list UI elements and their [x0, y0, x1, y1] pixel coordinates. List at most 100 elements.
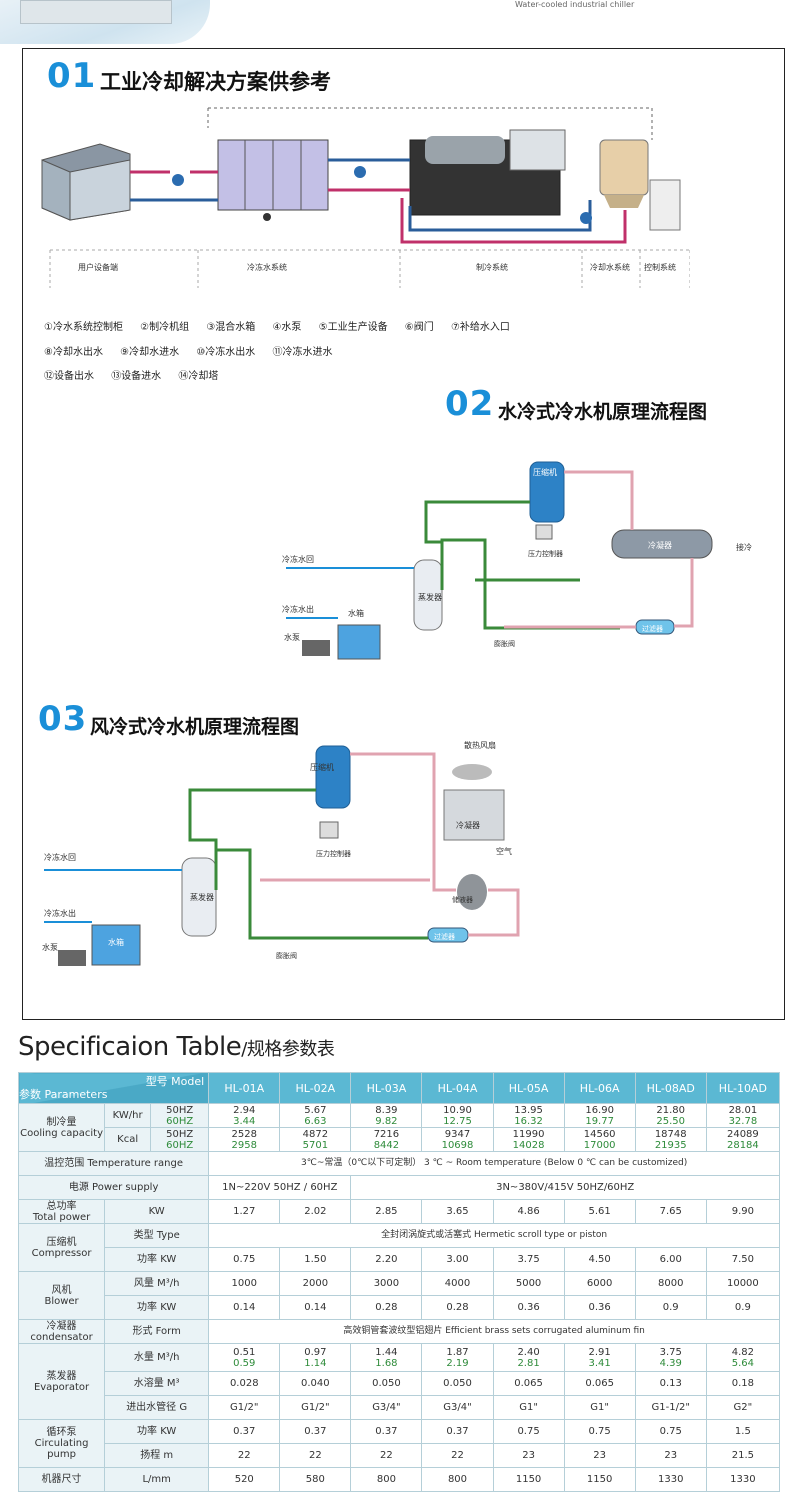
- comp-kw-label: 功率 KW: [104, 1247, 210, 1272]
- comp-kw: 3.00: [421, 1247, 494, 1272]
- spec-title-cn: /规格参数表: [241, 1039, 335, 1060]
- vol-cell: 0.050: [421, 1371, 494, 1396]
- model-cell: HL-05A: [492, 1072, 565, 1104]
- compressor-label-3: 压缩机: [310, 762, 334, 772]
- air-cell: 2000: [279, 1271, 352, 1296]
- kcal60: 5701: [302, 1139, 329, 1151]
- pressure-label: 压力控制器: [528, 549, 563, 558]
- kcal50: 11990: [512, 1128, 545, 1140]
- legend-item: ④水泵: [272, 322, 302, 333]
- cond-form-label: 形式 Form: [104, 1319, 210, 1344]
- pipe-cell: G1": [563, 1395, 636, 1420]
- pipe-cell: G1": [492, 1395, 565, 1420]
- blower-kw: 0.14: [279, 1295, 352, 1320]
- pump-kw: 0.75: [492, 1419, 565, 1444]
- legend-row-2: ⑧冷却水出水 ⑨冷却水进水 ⑩冷冻水出水 ⑪冷冻水进水: [44, 343, 346, 358]
- water50: 0.97: [304, 1346, 327, 1358]
- section-03-title: 风冷式冷水机原理流程图: [90, 716, 300, 738]
- pump-lift-row: 扬程 m 22 22 22 22 23 23 23 21.5: [19, 1443, 781, 1468]
- blower-kw: 0.9: [705, 1295, 781, 1320]
- power-b: 3N~380V/415V 50HZ/60HZ: [350, 1175, 780, 1200]
- total-label: 总功率 Total power: [17, 1199, 106, 1224]
- evaporator-label: 蒸发器: [418, 592, 442, 602]
- kcal60: 17000: [583, 1139, 616, 1151]
- pipe-cell: G3/4": [350, 1395, 423, 1420]
- vol-cell: 0.065: [492, 1371, 565, 1396]
- header-model: 型号 Model: [145, 1075, 205, 1088]
- air-cooled-diagram: 压缩机 散热风扇 冷凝器 空气 压力控制器 储液器 蒸发器 水箱 水泵 冷冻水回…: [42, 740, 520, 966]
- legend-item: ⑫设备出水: [44, 371, 94, 382]
- len-cell: 800: [421, 1467, 494, 1492]
- pump-kw: 0.37: [421, 1419, 494, 1444]
- legend-row-3: ⑫设备出水 ⑬设备进水 ⑭冷却塔: [44, 367, 232, 382]
- len-cell: 1150: [563, 1467, 636, 1492]
- kw50: 5.67: [304, 1104, 327, 1116]
- tank-label: 水箱: [348, 608, 364, 618]
- kcal60: 2958: [231, 1139, 257, 1151]
- sys-label-cooling: 冷却水系统: [590, 263, 630, 272]
- pump-kw: 0.37: [208, 1419, 281, 1444]
- air-cell: 8000: [634, 1271, 707, 1296]
- temp-label: 温控范围 Temperature range: [17, 1151, 210, 1176]
- out-label: 冷冻水出: [282, 604, 314, 614]
- lift-cell: 21.5: [705, 1443, 781, 1468]
- water60: 3.41: [588, 1357, 611, 1369]
- blower-kw: 0.36: [492, 1295, 565, 1320]
- model-cell: HL-10AD: [705, 1072, 781, 1104]
- water50: 0.51: [233, 1346, 256, 1358]
- kcal60: 8442: [373, 1139, 400, 1151]
- comp-label: 压缩机 Compressor: [17, 1223, 106, 1272]
- cond-label: 冷凝器 condensator: [17, 1319, 106, 1344]
- comp-type-row: 压缩机 Compressor 类型 Type 全封闭涡旋式或活塞式 Hermet…: [17, 1223, 780, 1272]
- pump-kw: 1.5: [705, 1419, 781, 1444]
- evap-label: 蒸发器 Evaporator: [17, 1343, 106, 1420]
- kw50: 16.90: [585, 1104, 614, 1116]
- temp-row: 温控范围 Temperature range 3℃~常温（0℃以下可定制） 3 …: [17, 1151, 780, 1176]
- kcal-label: Kcal: [104, 1127, 152, 1152]
- legend-item: ⑧冷却水出水: [44, 347, 103, 358]
- vol-cell: 0.040: [279, 1371, 352, 1396]
- cond-form: 高效铜管套波纹型铝翅片 Efficient brass sets corruga…: [208, 1319, 780, 1344]
- total-cell: 1.27: [208, 1199, 281, 1224]
- pipe-cell: G1/2": [279, 1395, 352, 1420]
- filter-label-3: 过滤器: [434, 932, 455, 941]
- kcal50: 14560: [583, 1128, 616, 1140]
- chiller-photo: [0, 0, 210, 44]
- kw60: 32.78: [728, 1115, 758, 1127]
- water50: 3.75: [659, 1346, 682, 1358]
- vol-label: 水溶量 M³: [104, 1371, 210, 1396]
- spec-title-en: Specificaion Table: [18, 1032, 242, 1062]
- len-cell: 1330: [634, 1467, 707, 1492]
- top-banner: Water-cooled industrial chiller: [0, 0, 800, 45]
- blower-kw-label: 功率 KW: [104, 1295, 210, 1320]
- comp-kw: 4.50: [563, 1247, 636, 1272]
- out-label-3: 冷冻水出: [44, 908, 76, 918]
- air-cell: 1000: [208, 1271, 281, 1296]
- len-cell: 580: [279, 1467, 352, 1492]
- cooling-label: 制冷量 Cooling capacity: [17, 1103, 106, 1152]
- section-01-number: 01: [47, 56, 97, 96]
- vol-cell: 0.13: [634, 1371, 707, 1396]
- legend-item: ⑦补给水入口: [450, 322, 510, 333]
- kw-hr-label: KW/hr: [104, 1103, 152, 1128]
- cooling-label: 接冷: [736, 542, 752, 552]
- tank-label-3: 水箱: [108, 937, 124, 947]
- sys-label-user: 用户设备端: [78, 263, 118, 272]
- model-cell: HL-02A: [279, 1072, 352, 1104]
- model-cell: HL-01A: [208, 1072, 281, 1104]
- lift-cell: 22: [350, 1443, 423, 1468]
- legend-item: ⑭冷却塔: [178, 371, 219, 382]
- water60: 1.68: [375, 1357, 398, 1369]
- legend-item: ⑨冷却水进水: [120, 347, 180, 358]
- water60: 5.64: [731, 1357, 755, 1369]
- evap-vol-row: 水溶量 M³ 0.028 0.040 0.050 0.050 0.065 0.0…: [19, 1371, 781, 1396]
- power-row: 电源 Power supply 1N~220V 50HZ / 60HZ 3N~3…: [17, 1175, 780, 1200]
- vol-cell: 0.028: [208, 1371, 281, 1396]
- comp-type: 全封闭涡旋式或活塞式 Hermetic scroll type or pisto…: [208, 1223, 780, 1248]
- chiller-unit: [409, 129, 566, 216]
- total-cell: 2.85: [350, 1199, 423, 1224]
- kcal50: 18748: [654, 1128, 687, 1140]
- pump-kw-label: 功率 KW: [104, 1419, 210, 1444]
- valve-label-3: 膨胀阀: [276, 951, 297, 960]
